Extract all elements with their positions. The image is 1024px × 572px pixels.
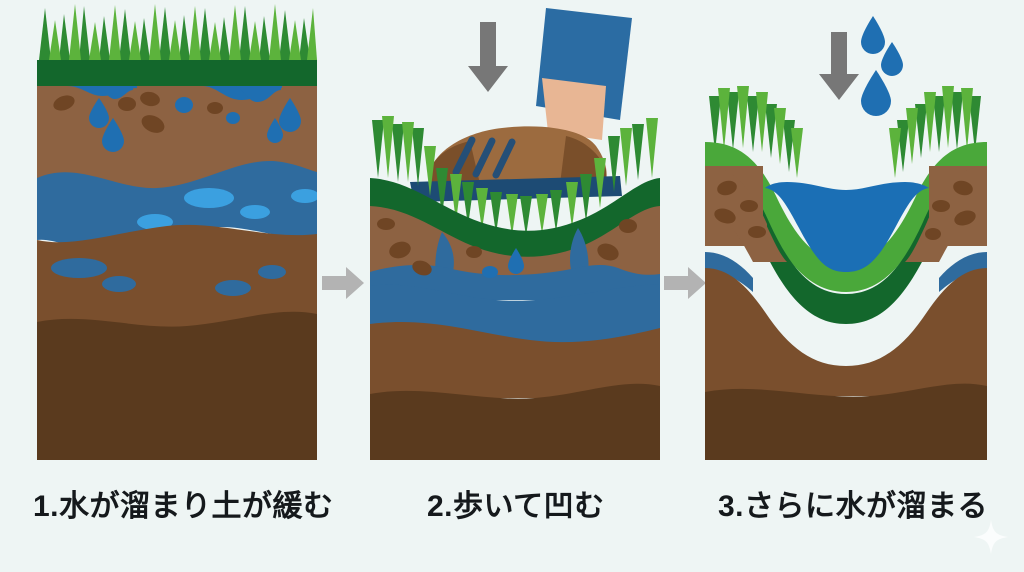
arrow-right-icon	[664, 267, 706, 299]
bedrock-layer	[37, 311, 317, 460]
diagram-panel-1	[37, 0, 317, 460]
flow-arrow-1	[322, 265, 364, 306]
ankle-skin	[542, 78, 606, 140]
diagram-panel-3	[705, 0, 987, 460]
soil-pebble-icon	[53, 91, 223, 133]
seeping-water	[370, 228, 660, 300]
arrow-right-icon	[322, 267, 364, 299]
soil-pebble-icon	[714, 180, 976, 240]
grass-tuft-icon	[372, 116, 658, 236]
water-droplet-icon	[861, 16, 903, 116]
bedrock-layer	[705, 383, 987, 460]
diagram-panel-2	[370, 0, 660, 460]
panel-caption-3: 3.さらに水が溜まる	[718, 490, 989, 523]
grass-tuft-icon	[39, 4, 317, 60]
flow-arrow-2	[664, 265, 706, 306]
turf-band	[37, 60, 317, 86]
subsoil-layer	[705, 268, 987, 396]
subsoil-layer	[37, 224, 317, 330]
water-droplet-icon	[482, 248, 524, 278]
soil-cross-section-1	[37, 4, 317, 460]
water-highlight	[137, 188, 317, 230]
sparkle-icon	[974, 520, 1008, 554]
soil-cross-section-3	[705, 16, 987, 460]
soil-cross-section-2	[370, 8, 660, 460]
deep-water-pocket	[51, 258, 286, 296]
soil-pebble-icon	[377, 218, 637, 276]
subsurface-water-layer	[705, 252, 987, 292]
down-arrow-icon	[468, 22, 508, 92]
puddle	[765, 182, 929, 272]
turf-band	[370, 178, 660, 259]
down-arrow-icon	[819, 32, 859, 100]
panel-caption-1: 1.水が溜まり土が緩む	[33, 490, 334, 523]
subsoil-layer	[370, 321, 660, 398]
subsurface-water-layer	[37, 160, 317, 253]
bedrock-layer	[370, 383, 660, 460]
panel-caption-2: 2.歩いて凹む	[427, 490, 605, 523]
surface-water-pockets	[67, 86, 282, 102]
subsurface-water-layer	[370, 284, 660, 345]
water-droplet-icon	[89, 97, 301, 152]
grass-tuft-icon	[709, 86, 981, 178]
